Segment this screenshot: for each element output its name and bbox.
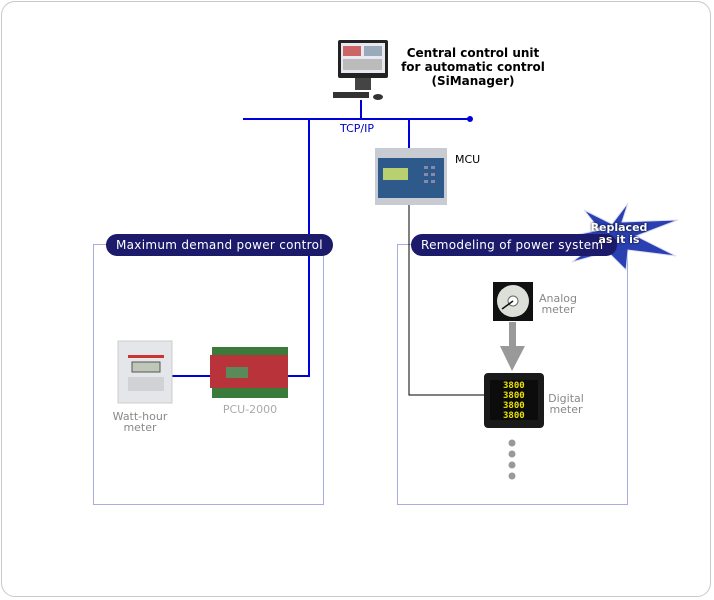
- max-demand-title: Maximum demand power control: [106, 234, 333, 256]
- mcu-meter-line: [408, 205, 485, 396]
- label-line: meter: [123, 421, 157, 434]
- label-line: meter: [541, 303, 575, 316]
- digital-display-4: 3800: [503, 411, 525, 421]
- tcp-ip-label: TCP/IP: [340, 122, 374, 135]
- digital-meter-icon: 3800 3800 3800 3800: [484, 373, 544, 428]
- pcu-label: PCU-2000: [222, 403, 278, 416]
- burst-line: as it is: [598, 233, 640, 246]
- central-control-title: Central control unit for automatic contr…: [398, 46, 548, 88]
- label-line: Digital: [548, 392, 584, 405]
- mcu-label: MCU: [455, 153, 481, 166]
- watt-hour-meter-icon: [117, 340, 173, 404]
- burst-line: Replaced: [590, 221, 648, 234]
- watt-hour-label: Watt-hour meter: [105, 411, 175, 433]
- remodeling-title: Remodeling of power system: [411, 234, 618, 256]
- pcu-2000-icon: [210, 347, 288, 398]
- title-line: (SiManager): [431, 74, 515, 88]
- analog-meter-icon: [493, 282, 533, 321]
- replaced-burst-text: Replaced as it is: [588, 222, 650, 246]
- digital-display-1: 3800: [503, 381, 525, 391]
- digital-display-2: 3800: [503, 391, 525, 401]
- digital-display-3: 3800: [503, 401, 525, 411]
- continuation-dots-icon: [508, 439, 516, 480]
- computer-icon: [333, 40, 388, 100]
- replacement-arrow-icon: [500, 322, 525, 371]
- analog-meter-label: Analog meter: [535, 293, 581, 315]
- title-line: for automatic control: [401, 60, 545, 74]
- label-line: Watt-hour: [112, 410, 168, 423]
- network-bus: [172, 100, 473, 377]
- label-line: meter: [549, 403, 583, 416]
- label-line: Analog: [538, 292, 577, 305]
- mcu-device-icon: [375, 148, 447, 205]
- title-line: Central control unit: [406, 46, 540, 60]
- digital-meter-label: Digital meter: [543, 393, 589, 415]
